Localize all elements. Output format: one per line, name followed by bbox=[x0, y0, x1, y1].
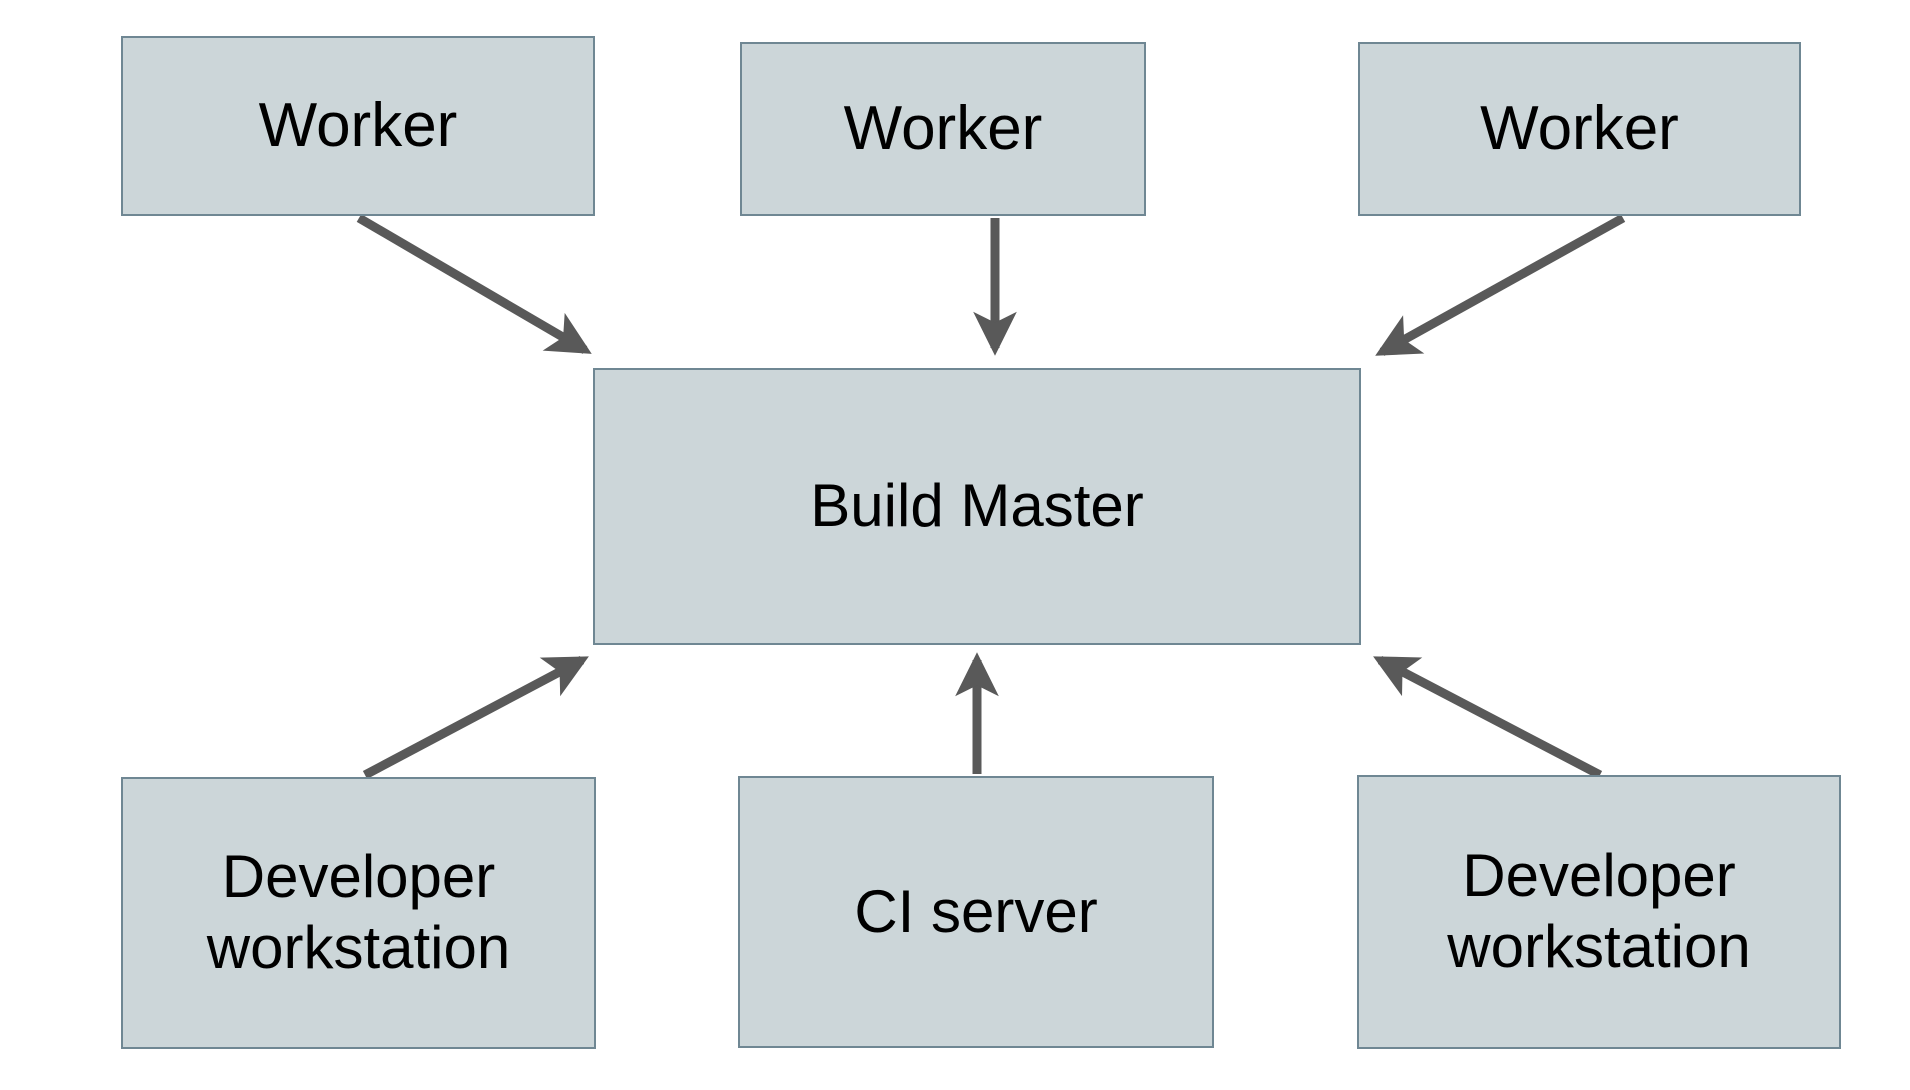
node-label: Build Master bbox=[810, 472, 1144, 540]
node-developer-workstation-right[interactable]: Developer workstation bbox=[1357, 775, 1841, 1049]
edge-worker-left-to-master bbox=[356, 214, 592, 354]
node-worker-mid[interactable]: Worker bbox=[740, 42, 1146, 216]
node-label: CI server bbox=[854, 877, 1098, 945]
node-label: Worker bbox=[258, 91, 458, 161]
node-build-master[interactable]: Build Master bbox=[593, 368, 1361, 645]
node-worker-right[interactable]: Worker bbox=[1358, 42, 1801, 216]
node-label: Developer workstation bbox=[206, 843, 511, 981]
node-ci-server[interactable]: CI server bbox=[738, 776, 1214, 1048]
edge-dev-left-to-master bbox=[362, 656, 589, 779]
node-label: Developer workstation bbox=[1447, 842, 1751, 980]
edge-worker-right-to-master bbox=[1375, 214, 1626, 356]
node-developer-workstation-left[interactable]: Developer workstation bbox=[121, 777, 596, 1049]
node-worker-left[interactable]: Worker bbox=[121, 36, 595, 216]
node-label: Worker bbox=[843, 94, 1043, 164]
node-label: Worker bbox=[1480, 94, 1679, 164]
edge-dev-right-to-master bbox=[1373, 656, 1603, 779]
